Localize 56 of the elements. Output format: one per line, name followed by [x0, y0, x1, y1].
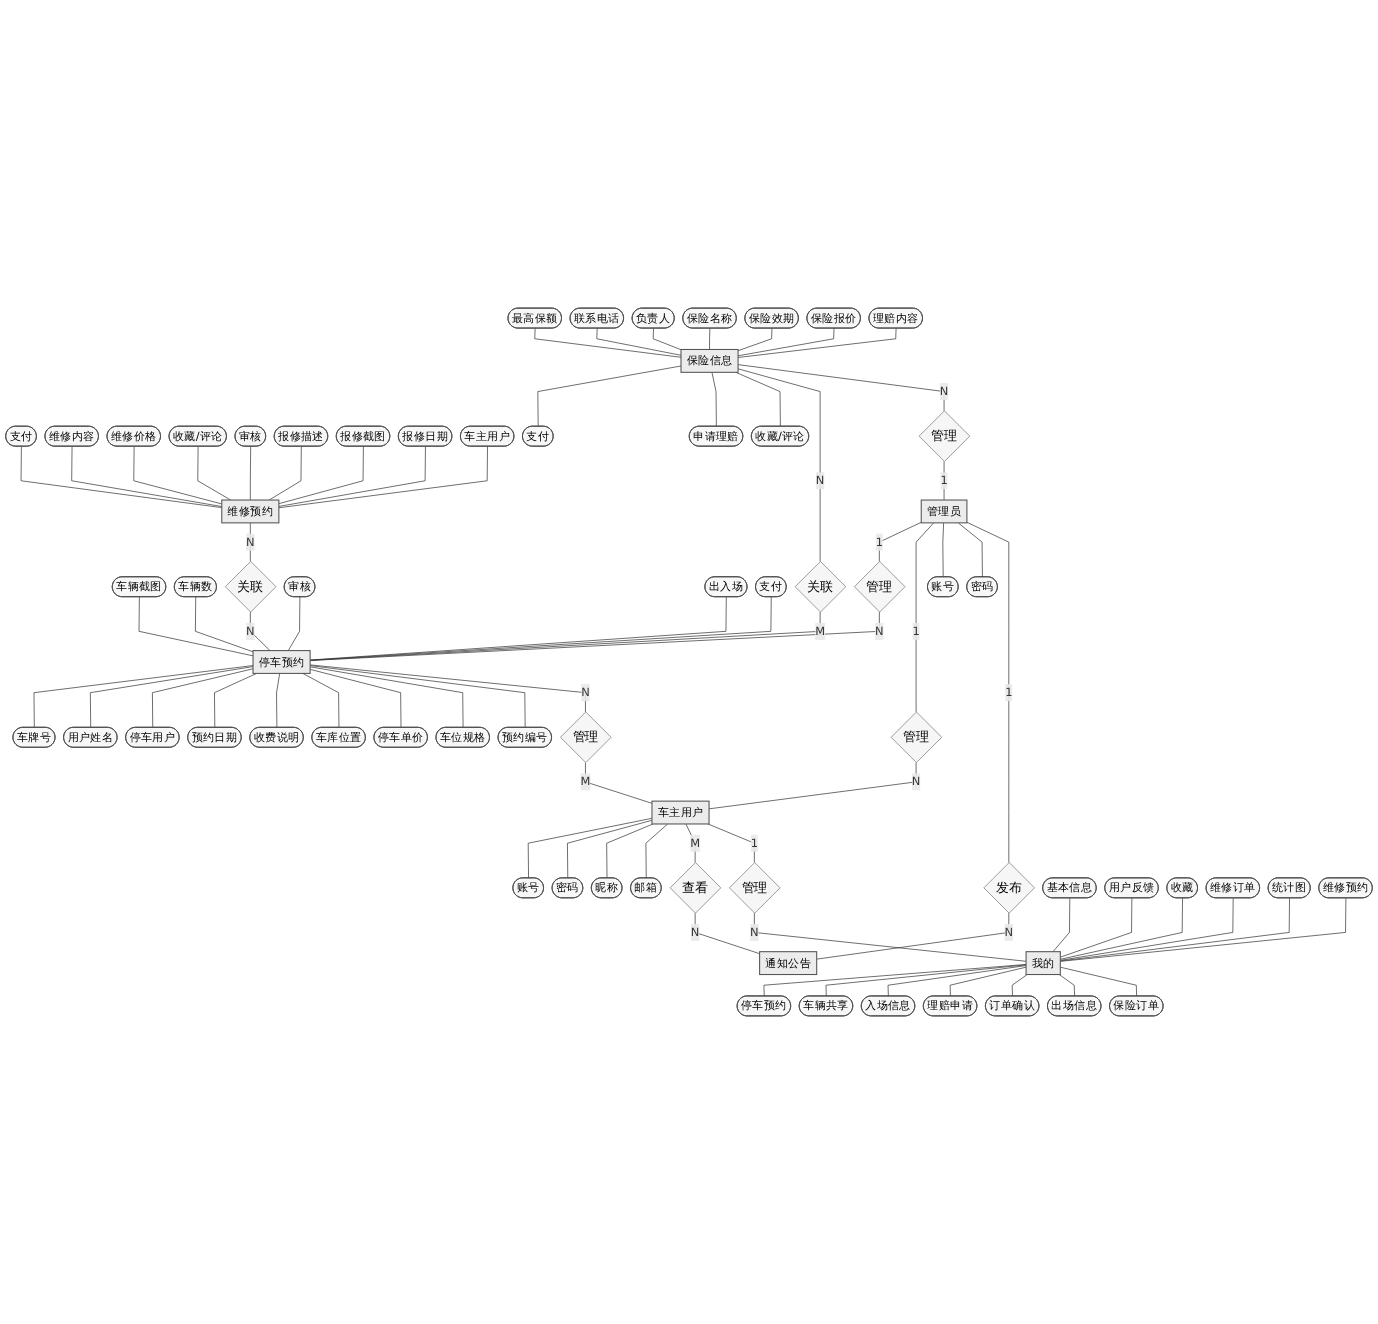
connector — [585, 762, 653, 804]
connector — [1059, 897, 1133, 958]
connector — [887, 965, 1027, 997]
connector — [278, 446, 488, 509]
connector — [90, 666, 254, 728]
connector — [942, 522, 944, 578]
connector — [138, 596, 254, 657]
connector — [645, 823, 668, 879]
connector — [652, 328, 682, 351]
connector — [816, 912, 1010, 960]
connector — [1059, 897, 1234, 961]
connector — [825, 964, 1027, 997]
connector — [966, 521, 1010, 863]
connector — [249, 446, 252, 501]
connector — [1011, 974, 1028, 997]
connector — [276, 673, 281, 728]
connector — [195, 596, 254, 653]
connector — [527, 817, 653, 879]
connector — [737, 328, 773, 352]
connector — [1059, 966, 1137, 997]
connector — [711, 371, 717, 427]
connector — [33, 665, 254, 728]
connector — [1052, 897, 1071, 953]
connector — [309, 666, 464, 728]
connector — [737, 328, 897, 358]
connector — [1058, 974, 1075, 997]
connector — [1059, 897, 1290, 962]
connector — [737, 328, 835, 357]
connector — [309, 664, 586, 713]
connector — [694, 912, 760, 955]
connector — [1059, 897, 1183, 960]
connector — [287, 596, 301, 651]
connector — [133, 446, 223, 505]
connector — [707, 823, 755, 863]
connector — [309, 665, 526, 728]
connector — [278, 446, 426, 507]
connector — [949, 966, 1027, 997]
connector — [737, 368, 821, 562]
connector — [957, 522, 983, 578]
connector — [737, 364, 945, 412]
connector — [708, 762, 917, 810]
connector — [537, 365, 682, 427]
connector — [596, 328, 682, 356]
connector — [709, 328, 711, 350]
connector — [278, 446, 364, 505]
connector — [763, 964, 1027, 997]
connector — [878, 521, 922, 562]
connector — [1059, 897, 1347, 962]
connector — [754, 912, 1027, 962]
connector — [915, 522, 934, 713]
connector — [534, 328, 682, 358]
connector — [71, 446, 223, 507]
connector — [20, 446, 223, 508]
connector — [152, 668, 254, 728]
connector — [567, 819, 653, 879]
connector — [309, 669, 402, 728]
